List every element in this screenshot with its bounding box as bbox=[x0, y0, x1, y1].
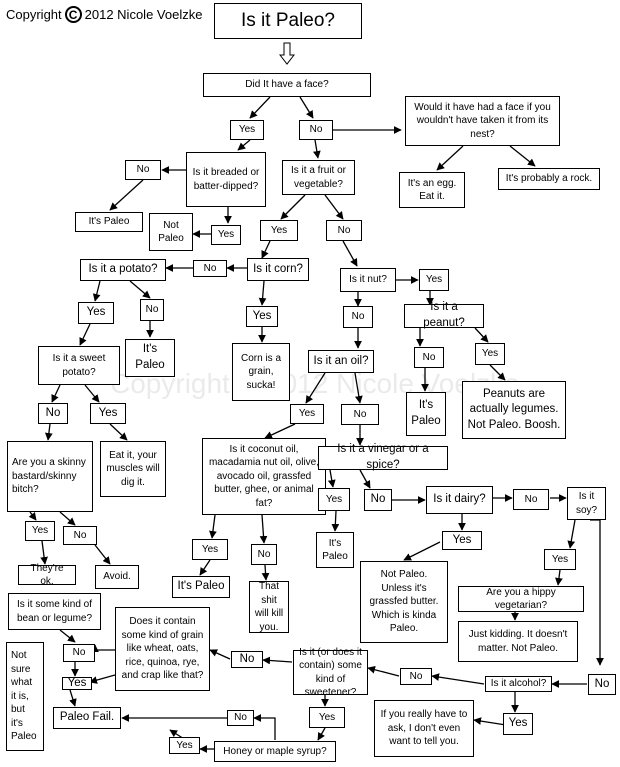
node-skinny: Are you a skinny bastard/skinny bitch? bbox=[7, 441, 93, 512]
copyright-symbol-icon: C bbox=[64, 6, 82, 23]
node-yes-skinny: Yes bbox=[25, 521, 55, 541]
node-corn: Is it corn? bbox=[247, 258, 309, 281]
node-ok: They're ok. bbox=[18, 563, 76, 587]
node-yes-potato: Yes bbox=[78, 302, 114, 324]
node-paleo-1: It's Paleo bbox=[75, 212, 143, 232]
copyright-text: 2012 Nicole Voelzke bbox=[84, 7, 203, 22]
node-kill: That shit will kill you. bbox=[249, 581, 289, 633]
node-yes-fruit: Yes bbox=[260, 220, 298, 241]
node-potato: Is it a potato? bbox=[80, 259, 166, 281]
node-ask: If you really have to ask, I don't even … bbox=[374, 700, 474, 757]
node-no-skinny: No bbox=[63, 526, 97, 545]
node-yes-coconut: Yes bbox=[192, 539, 228, 560]
node-yes-alcohol: Yes bbox=[503, 713, 533, 735]
chart-title: Is it Paleo? bbox=[214, 3, 362, 39]
node-yes-honey: Yes bbox=[169, 737, 200, 754]
node-yes-oil: Yes bbox=[290, 404, 324, 424]
node-yes-face: Yes bbox=[230, 120, 264, 140]
node-avoid: Avoid. bbox=[95, 565, 139, 589]
node-no-peanut: No bbox=[414, 347, 444, 368]
node-no-fruit: No bbox=[326, 220, 362, 241]
node-no-dairy: No bbox=[513, 489, 549, 510]
node-yes-nut: Yes bbox=[419, 269, 449, 291]
node-no-corn: No bbox=[193, 260, 227, 277]
node-honey: Honey or maple syrup? bbox=[214, 741, 336, 762]
node-no-sweetener: No bbox=[400, 668, 432, 685]
node-rock: It's probably a rock. bbox=[498, 168, 600, 190]
node-bean: Is it some kind of bean or legume? bbox=[8, 593, 101, 630]
node-no-vinegar: No bbox=[364, 489, 392, 511]
node-grassfed: Not Paleo. Unless it's grassfed butter. … bbox=[360, 561, 448, 643]
node-sweetener: Is it (or does it contain) some kind of … bbox=[293, 647, 368, 698]
node-yes-breaded: Yes bbox=[211, 225, 241, 245]
node-corn-grain: Corn is a grain, sucka! bbox=[232, 343, 290, 401]
node-no-soy: No bbox=[588, 674, 616, 695]
node-no-grain: No bbox=[231, 651, 263, 668]
node-yes-peanut: Yes bbox=[475, 343, 505, 365]
node-alcohol: Is it alcohol? bbox=[485, 676, 552, 692]
node-soy: Is it soy? bbox=[567, 487, 606, 520]
node-yes-grain: Yes bbox=[62, 677, 92, 690]
node-no-sweet-potato: No bbox=[38, 403, 68, 424]
node-not-paleo-1: Not Paleo bbox=[149, 213, 193, 251]
node-paleo-3: It's Paleo bbox=[406, 392, 446, 436]
node-egg: It's an egg. Eat it. bbox=[399, 172, 465, 208]
node-nest: Would it have had a face if you wouldn't… bbox=[405, 96, 560, 146]
node-coconut: Is it coconut oil, macadamia nut oil, ol… bbox=[202, 438, 326, 515]
node-paleo-fail: Paleo Fail. bbox=[53, 707, 121, 729]
node-paleo-2: It's Paleo bbox=[125, 339, 175, 377]
node-oil: Is it an oil? bbox=[308, 350, 374, 373]
copyright-prefix: Copyright bbox=[6, 7, 62, 22]
watermark: Copyright © 2012 Nicole Voelzke bbox=[110, 368, 520, 399]
node-no-potato: No bbox=[140, 299, 164, 321]
node-no-oil: No bbox=[341, 404, 379, 425]
copyright-notice: Copyright C 2012 Nicole Voelzke bbox=[6, 6, 202, 23]
node-no-coconut: No bbox=[251, 544, 277, 565]
node-dairy: Is it dairy? bbox=[426, 486, 493, 514]
node-vinegar: Is it a vinegar or a spice? bbox=[318, 443, 448, 471]
node-paleo-5: It's Paleo bbox=[172, 576, 230, 598]
node-yes-corn: Yes bbox=[246, 306, 278, 327]
node-fruit: Is it a fruit or vegetable? bbox=[282, 160, 355, 195]
down-arrow-icon bbox=[279, 42, 295, 65]
node-no-bean: No bbox=[63, 644, 95, 662]
node-grain: Does it contain some kind of grain like … bbox=[115, 607, 210, 691]
node-no-nut: No bbox=[343, 306, 373, 328]
node-breaded: Is it breaded or batter-dipped? bbox=[186, 152, 266, 207]
node-no-breaded: No bbox=[125, 160, 161, 180]
node-face: Did It have a face? bbox=[203, 73, 371, 97]
node-yes-sweetener: Yes bbox=[309, 707, 345, 728]
node-no-face: No bbox=[299, 120, 333, 140]
node-paleo-4: It's Paleo bbox=[316, 532, 354, 568]
node-peanut: Is it a peanut? bbox=[404, 301, 484, 329]
node-sweet-potato: Is it a sweet potato? bbox=[38, 346, 120, 385]
node-hippy: Are you a hippy vegetarian? bbox=[458, 586, 584, 612]
node-yes-vinegar: Yes bbox=[318, 488, 350, 511]
node-eat-it: Eat it, your muscles will dig it. bbox=[100, 441, 166, 497]
node-yes-dairy: Yes bbox=[442, 531, 482, 550]
node-nut: Is it nut? bbox=[340, 268, 396, 292]
node-yes-sweet-potato: Yes bbox=[90, 403, 126, 424]
node-yes-soy: Yes bbox=[544, 549, 576, 570]
node-kidding: Just kidding. It doesn't matter. Not Pal… bbox=[458, 621, 578, 662]
node-legumes: Peanuts are actually legumes. Not Paleo.… bbox=[462, 381, 566, 439]
node-no-honey: No bbox=[227, 710, 254, 726]
node-not-sure: Not sure what it is, but it's Paleo bbox=[6, 642, 44, 751]
